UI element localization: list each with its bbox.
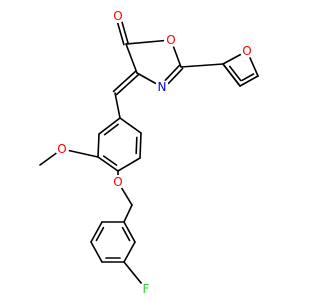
methoxy-oxygen-label: O [57,142,66,156]
bond-c2-furan [180,63,224,68]
bond-c4-c5 [125,43,138,74]
oxazolone-oxygen-label: O [166,33,175,47]
bond-ringB-2 [95,226,105,242]
bond-c5-o1 [125,39,172,45]
bond-furan-c3c4 [241,73,255,82]
bond-ringB-3 [90,241,103,263]
furan-oxygen-label: O [242,44,251,58]
ether-oxygen: O [111,175,125,189]
bond-ringA-1 [98,117,121,135]
bond-ringA-5 [135,136,138,155]
bond-ch2-aryl [123,204,133,223]
oxazolone-nitrogen-label: N [158,80,167,94]
bond-exocyclic [115,73,140,96]
bond-ringA-2 [97,133,100,158]
fluorine-label: F [143,282,150,296]
bond-ringB-2 [90,221,103,243]
fluorine: F [139,282,153,296]
molecule-structure: O O N O O O F [39,9,259,296]
oxazolone-nitrogen: N [155,80,169,94]
bond-furan-c3c4 [239,75,259,87]
bond-lines [39,14,259,290]
bond-furan-inner [222,63,241,87]
bond-ringA-1 [103,123,119,136]
bond-furan-inner [228,65,242,82]
ether-oxygen-label: O [113,175,122,189]
bond-ringB-6 [123,221,136,243]
carbonyl-oxygen: O [111,9,125,23]
oxazolone-oxygen: O [164,33,178,47]
atom-labels: O O N O O O F [55,9,254,296]
bond-ringB-5 [123,241,136,263]
bond-ringA-5 [139,132,142,159]
carbonyl-oxygen-label: O [113,9,122,23]
bond-ringB-6 [121,226,131,242]
methoxy-oxygen: O [55,142,69,156]
bond-ringA-4 [117,157,141,172]
bond-ringA-6 [119,117,142,134]
bond-ringA-3 [102,155,118,166]
furan-oxygen: O [240,44,254,58]
bond-ringA-3 [97,156,119,172]
bond-vinyl-aryl [114,92,121,119]
bond-exocyclic [112,70,137,93]
